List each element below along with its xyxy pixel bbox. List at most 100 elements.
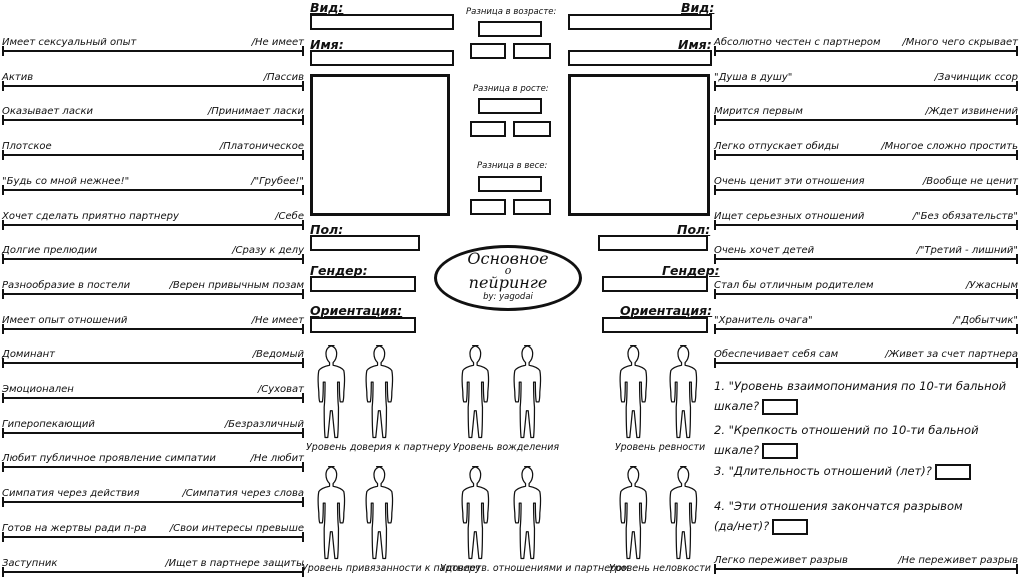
question-2-answer-box[interactable] xyxy=(762,442,799,459)
left-scale-10[interactable]: Доминант/Ведомый xyxy=(2,347,304,369)
right-scale-4-right-label: /Многое сложно простить xyxy=(881,141,1018,153)
right-scale-7-right-label: /"Третий - лишний" xyxy=(916,245,1018,257)
question-3-answer-box[interactable] xyxy=(934,463,971,480)
body-figure-satisfaction-b[interactable] xyxy=(508,463,552,563)
left-scale-4-left-label: Плотское xyxy=(2,141,52,153)
question-1-answer-box[interactable] xyxy=(762,398,799,415)
age-difference-field-3[interactable] xyxy=(513,43,551,59)
right-scale-3[interactable]: Мирится первым/Ждет извинений xyxy=(714,104,1018,126)
right-scale-5-left-label: Очень ценит эти отношения xyxy=(714,175,865,187)
body-figure-jealousy-b[interactable] xyxy=(664,342,708,442)
left-scale-11-right-label: /Суховат xyxy=(257,384,304,395)
left-name-label: Имя: xyxy=(310,37,344,52)
weight-difference-field-1[interactable] xyxy=(478,176,542,192)
right-scale-5[interactable]: Очень ценит эти отношения/Вообще не цени… xyxy=(714,174,1018,195)
question-3-text: 3. "Длительность отношений (лет)? xyxy=(714,464,932,478)
left-scale-8-left-label: Разнообразие в постели xyxy=(2,279,131,291)
height-difference-field-3[interactable] xyxy=(513,121,551,137)
weight-difference-label: Разница в весе: xyxy=(477,161,548,171)
right-scale-7-left-label: Очень хочет детей xyxy=(714,245,815,257)
body-figure-attachment-a[interactable] xyxy=(312,463,356,563)
right-sex-label: Пол: xyxy=(677,222,711,237)
caption-jealousy: Уровень ревности xyxy=(614,442,706,453)
right-scale-1[interactable]: Абсолютно честен с партнером/Много чего … xyxy=(714,35,1018,56)
left-name-field[interactable] xyxy=(310,50,454,66)
right-scale-7[interactable]: Очень хочет детей /"Третий - лишний" xyxy=(714,243,1018,265)
left-sex-field[interactable] xyxy=(310,235,420,251)
age-difference-field-1[interactable] xyxy=(478,21,542,37)
left-scale-11[interactable]: Эмоционален/Суховат xyxy=(2,382,304,403)
right-scale-8[interactable]: Стал бы отличным родителем/Ужасным xyxy=(714,278,1018,299)
left-scale-6-left-label: Хочет сделать приятно партнеру xyxy=(2,210,179,222)
question-4-text-cont: (да/нет)? xyxy=(714,519,770,533)
weight-difference-field-3[interactable] xyxy=(513,199,551,215)
right-scale-2[interactable]: "Душа в душу"/Зачинщик ссор xyxy=(714,70,1018,91)
left-scale-15[interactable]: Готов на жертвы ради п-ра/Свои интересы … xyxy=(2,521,304,542)
left-scale-13-right-label: /Не любит xyxy=(250,453,304,465)
body-figure-attachment-b[interactable] xyxy=(360,463,404,563)
left-scale-2[interactable]: Актив/Пассив xyxy=(2,70,304,91)
left-scale-7-left-label: Долгие прелюдии xyxy=(2,245,98,257)
left-gender-label: Гендер: xyxy=(310,263,368,278)
right-scale-9[interactable]: "Хранитель очага"/"Добытчик" xyxy=(714,313,1018,334)
age-difference-field-2[interactable] xyxy=(470,43,506,59)
left-scale-15-left-label: Готов на жертвы ради п-ра xyxy=(2,522,147,534)
height-difference-label: Разница в росте: xyxy=(473,84,549,94)
left-scale-7-right-label: /Сразу к делу xyxy=(232,245,304,257)
question-1: 1. "Уровень взаимопонимания по 10-ти бал… xyxy=(714,376,1014,416)
left-scale-1-left-label: Имеет сексуальный опыт xyxy=(2,37,137,48)
right-scale-6-left-label: Ищет серьезных отношений xyxy=(714,210,865,222)
left-scale-1-right-label: /Не имеет xyxy=(251,37,304,48)
caption-satisfaction: Удовлетв. отношениями и партнером xyxy=(440,563,630,574)
left-scale-3[interactable]: Оказывает ласки/Принимает ласки xyxy=(2,104,304,126)
left-orientation-field[interactable] xyxy=(310,317,416,333)
left-scale-13[interactable]: Любит публичное проявление симпатии/Не л… xyxy=(2,451,304,473)
left-scale-15-right-label: /Свои интересы превыше xyxy=(169,522,304,534)
right-portrait-frame[interactable] xyxy=(568,74,710,216)
left-scale-5[interactable]: "Будь со мной нежнее!"/"Грубее!" xyxy=(2,174,304,195)
right-bottom-scale-1-right-label: /Не переживет разрыв xyxy=(898,555,1018,566)
question-4-answer-box[interactable] xyxy=(772,518,809,535)
right-scale-4[interactable]: Легко отпускает обиды/Многое сложно прос… xyxy=(714,139,1018,161)
title-ellipse xyxy=(434,245,582,311)
right-species-field[interactable] xyxy=(568,14,712,30)
left-scale-7[interactable]: Долгие прелюдии/Сразу к делу xyxy=(2,243,304,265)
body-figure-trust-b[interactable] xyxy=(360,342,404,442)
right-gender-field[interactable] xyxy=(602,276,708,292)
right-gender-label: Гендер: xyxy=(662,263,720,278)
right-scale-6[interactable]: Ищет серьезных отношений/"Без обязательс… xyxy=(714,209,1018,230)
left-portrait-frame[interactable] xyxy=(310,74,450,216)
right-orientation-field[interactable] xyxy=(602,317,708,333)
right-name-field[interactable] xyxy=(568,50,712,66)
body-figure-trust-a[interactable] xyxy=(312,342,356,442)
left-scale-14[interactable]: Симпатия через действия/Симпатия через с… xyxy=(2,486,304,508)
height-difference-field-2[interactable] xyxy=(470,121,506,137)
left-scale-9[interactable]: Имеет опыт отношений/Не имеет xyxy=(2,313,304,334)
question-2: 2. "Крепкость отношений по 10-ти бальной… xyxy=(714,420,1014,460)
right-bottom-scale-1[interactable]: Легко переживет разрыв/Не переживет разр… xyxy=(714,553,1018,574)
left-scale-13-left-label: Любит публичное проявление симпатии xyxy=(2,453,216,465)
left-species-field[interactable] xyxy=(310,14,454,30)
left-scale-11-left-label: Эмоционален xyxy=(2,384,74,395)
left-scale-12[interactable]: Гиперопекающий/Безразличный xyxy=(2,417,304,438)
left-scale-8[interactable]: Разнообразие в постели/Верен привычным п… xyxy=(2,278,304,299)
caption-trust: Уровень доверия к партнеру xyxy=(306,442,451,453)
body-figure-jealousy-a[interactable] xyxy=(614,342,658,442)
right-sex-field[interactable] xyxy=(598,235,708,251)
body-figure-awkwardness-b[interactable] xyxy=(664,463,708,563)
body-figure-desire-a[interactable] xyxy=(456,342,500,442)
right-scale-1-right-label: /Много чего скрывает xyxy=(902,37,1018,48)
body-figure-awkwardness-a[interactable] xyxy=(614,463,658,563)
body-figure-desire-b[interactable] xyxy=(508,342,552,442)
right-scale-10[interactable]: Обеспечивает себя сам/Живет за счет парт… xyxy=(714,347,1018,369)
body-figure-satisfaction-a[interactable] xyxy=(456,463,500,563)
left-scale-1[interactable]: Имеет сексуальный опыт/Не имеет xyxy=(2,35,304,56)
left-gender-field[interactable] xyxy=(310,276,416,292)
weight-difference-field-2[interactable] xyxy=(470,199,506,215)
right-scale-9-left-label: "Хранитель очага" xyxy=(714,314,813,326)
left-scale-6[interactable]: Хочет сделать приятно партнеру/Себе xyxy=(2,209,304,230)
left-scale-16[interactable]: Заступник/Ищет в партнере защиты xyxy=(2,556,304,577)
left-scale-3-left-label: Оказывает ласки xyxy=(2,106,93,118)
left-scale-4[interactable]: Плотское/Платоническое xyxy=(2,139,304,161)
height-difference-field-1[interactable] xyxy=(478,98,542,114)
